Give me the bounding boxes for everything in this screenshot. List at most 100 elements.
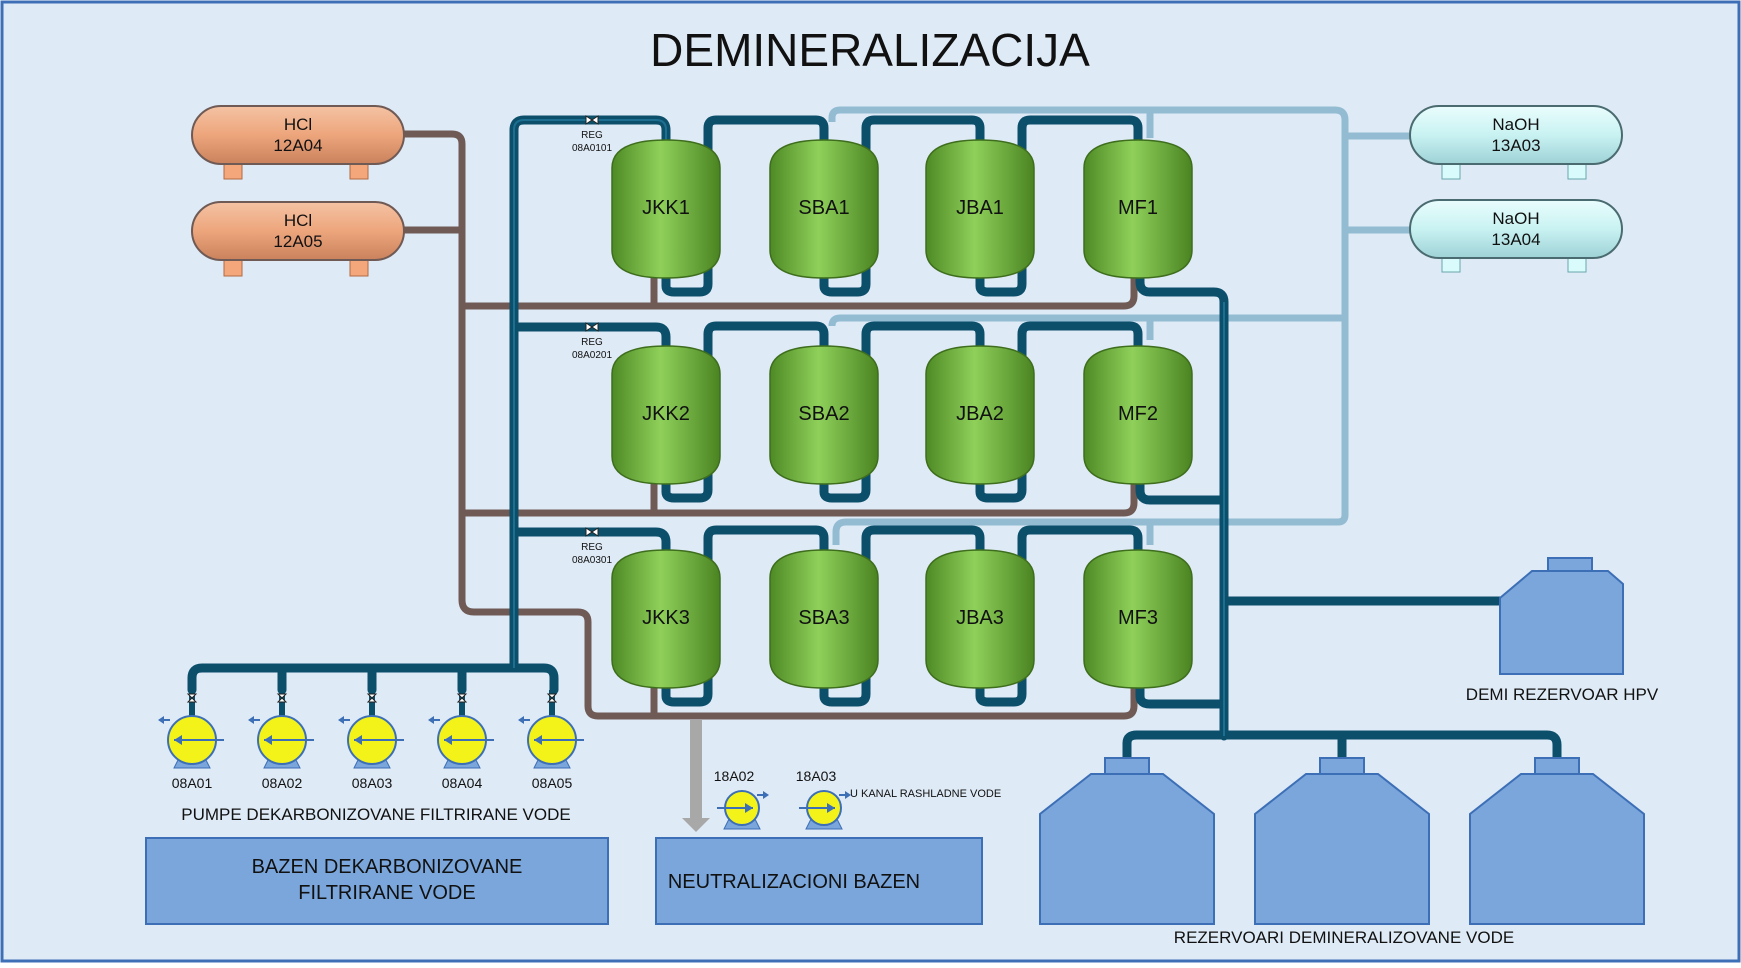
vessel-jkk2[interactable]: JKK2 xyxy=(611,345,721,485)
vessel-body xyxy=(769,549,879,689)
acid-tank-12A04[interactable]: HCl 12A04 xyxy=(191,105,405,180)
basin-neutral-label: NEUTRALIZACIONI BAZEN xyxy=(668,871,920,893)
vessel-body xyxy=(769,345,879,485)
acid-tank-name: HCl xyxy=(284,115,312,134)
valve-code: 08A0301 xyxy=(572,555,612,566)
vessel-mf2[interactable]: MF2 xyxy=(1083,345,1193,485)
valve-code: 08A0201 xyxy=(572,350,612,361)
filtered-water-basin[interactable]: BAZEN DEKARBONIZOVANE FILTRIRANE VODE xyxy=(145,837,609,925)
vessel-body xyxy=(611,549,721,689)
acid-tank-name: HCl xyxy=(284,211,312,230)
valve-icon xyxy=(585,115,599,125)
tank-neck xyxy=(1534,757,1580,775)
vessel-label: JKK2 xyxy=(642,403,690,425)
vessel-sba3[interactable]: SBA3 xyxy=(769,549,879,689)
pump-18A03[interactable]: 18A03 xyxy=(796,768,851,830)
vessel-body xyxy=(769,139,879,279)
pump-outlet-arrow-icon xyxy=(338,716,344,724)
vessel-mf3[interactable]: MF3 xyxy=(1083,549,1193,689)
regen-valve-08A0201[interactable]: REG 08A0201 xyxy=(572,322,612,361)
neutral-note: U KANAL RASHLADNE VODE xyxy=(850,788,1001,800)
valve-label: REG xyxy=(581,337,603,348)
filtered-water-pumps: 08A01 08A02 08A03 08A04 08A05 xyxy=(158,690,584,791)
pumps-caption: PUMPE DEKARBONIZOVANE FILTRIRANE VODE xyxy=(181,805,571,824)
valve-icon xyxy=(585,322,599,332)
vessel-jkk3[interactable]: JKK3 xyxy=(611,549,721,689)
pump-08A01[interactable]: 08A01 xyxy=(158,690,224,791)
vessel-jba1[interactable]: JBA1 xyxy=(925,139,1035,279)
valve-icon xyxy=(546,693,558,703)
demi-water-tank-2[interactable] xyxy=(1254,757,1430,925)
vessel-label: MF2 xyxy=(1118,403,1158,425)
base-tank-13A03[interactable]: NaOH 13A03 xyxy=(1409,105,1623,180)
base-lines xyxy=(828,106,1413,545)
demi-tanks-caption: REZERVOARI DEMINERALIZOVANE VODE xyxy=(1174,928,1514,947)
vessel-label: JBA1 xyxy=(956,197,1004,219)
tank-neck xyxy=(1104,757,1150,775)
demi-water-tank-3[interactable] xyxy=(1469,757,1645,925)
valve-icon xyxy=(456,693,468,703)
pump-arrow-icon xyxy=(174,735,182,745)
pump-08A04[interactable]: 08A04 xyxy=(428,690,494,791)
neutralization-pumps: 18A02 18A03 xyxy=(714,768,851,830)
demineralized-water-tanks xyxy=(1039,757,1645,925)
drain-arrow-icon xyxy=(682,818,710,832)
vessel-label: JKK3 xyxy=(642,607,690,629)
vessel-body xyxy=(1083,139,1193,279)
pump-arrow-icon xyxy=(354,735,362,745)
pump-code: 08A01 xyxy=(172,775,213,791)
pump-arrow-icon xyxy=(534,735,542,745)
pump-code: 08A03 xyxy=(352,775,393,791)
base-tank-name: NaOH xyxy=(1492,209,1539,228)
demi-hpv-tank[interactable]: DEMI REZERVOAR HPV xyxy=(1466,557,1659,704)
tank-neck xyxy=(1319,757,1365,775)
tank-body xyxy=(1039,773,1215,925)
vessel-mf1[interactable]: MF1 xyxy=(1083,139,1193,279)
drain-pipe xyxy=(690,720,702,820)
valve-icon xyxy=(276,693,288,703)
vessel-body xyxy=(925,139,1035,279)
vessel-jkk1[interactable]: JKK1 xyxy=(611,139,721,279)
vessel-body xyxy=(611,345,721,485)
demi-water-tank-1[interactable] xyxy=(1039,757,1215,925)
vessel-jba2[interactable]: JBA2 xyxy=(925,345,1035,485)
pump-arrow-icon xyxy=(444,735,452,745)
pump-outlet-arrow-icon xyxy=(763,791,769,799)
pump-18A02[interactable]: 18A02 xyxy=(714,768,769,830)
basin-filtered-line-1: BAZEN DEKARBONIZOVANE xyxy=(252,856,523,878)
vessel-sba2[interactable]: SBA2 xyxy=(769,345,879,485)
pump-08A03[interactable]: 08A03 xyxy=(338,690,404,791)
pump-arrow-icon xyxy=(745,803,753,813)
pump-08A05[interactable]: 08A05 xyxy=(518,690,584,791)
neutralization-basin[interactable]: NEUTRALIZACIONI BAZEN xyxy=(655,837,983,925)
pump-outlet-arrow-icon xyxy=(428,716,434,724)
valve-code: 08A0101 xyxy=(572,143,612,154)
acid-tank-code: 12A04 xyxy=(273,136,322,155)
pump-arrow-icon xyxy=(827,803,835,813)
vessel-body xyxy=(1083,345,1193,485)
acid-lines xyxy=(400,130,1138,720)
vessel-label: MF3 xyxy=(1118,607,1158,629)
vessel-label: SBA3 xyxy=(798,607,849,629)
valve-icon xyxy=(186,693,198,703)
acid-tank-12A05[interactable]: HCl 12A05 xyxy=(191,201,405,277)
vessel-body xyxy=(611,139,721,279)
pump-code: 18A02 xyxy=(714,768,755,784)
base-tank-code: 13A04 xyxy=(1491,230,1540,249)
base-tank-13A04[interactable]: NaOH 13A04 xyxy=(1409,199,1623,273)
vessel-label: SBA2 xyxy=(798,403,849,425)
vessel-label: JBA2 xyxy=(956,403,1004,425)
pump-outlet-arrow-icon xyxy=(518,716,524,724)
vessel-jba3[interactable]: JBA3 xyxy=(925,549,1035,689)
vessel-body xyxy=(925,549,1035,689)
pump-08A02[interactable]: 08A02 xyxy=(248,690,314,791)
vessel-sba1[interactable]: SBA1 xyxy=(769,139,879,279)
pump-arrow-icon xyxy=(264,735,272,745)
acid-tank-code: 12A05 xyxy=(273,232,322,251)
tank-body xyxy=(1469,773,1645,925)
